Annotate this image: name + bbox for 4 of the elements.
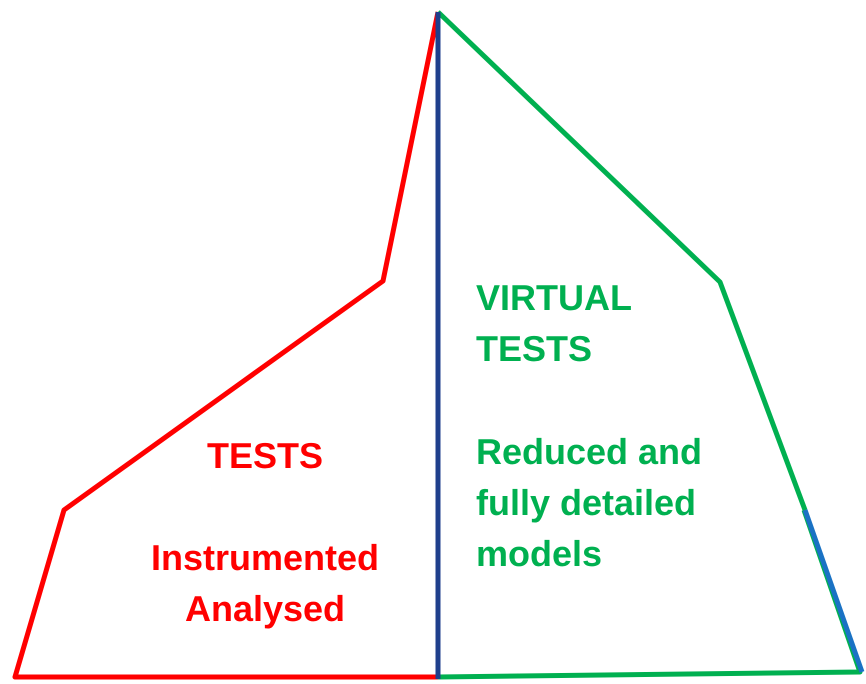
region-description: Instrumented Analysed bbox=[150, 536, 380, 631]
region-heading: TESTS bbox=[206, 434, 324, 478]
region-description: Reduced and fully detailed models bbox=[476, 430, 704, 576]
region-heading: VIRTUAL TESTS bbox=[476, 276, 632, 371]
